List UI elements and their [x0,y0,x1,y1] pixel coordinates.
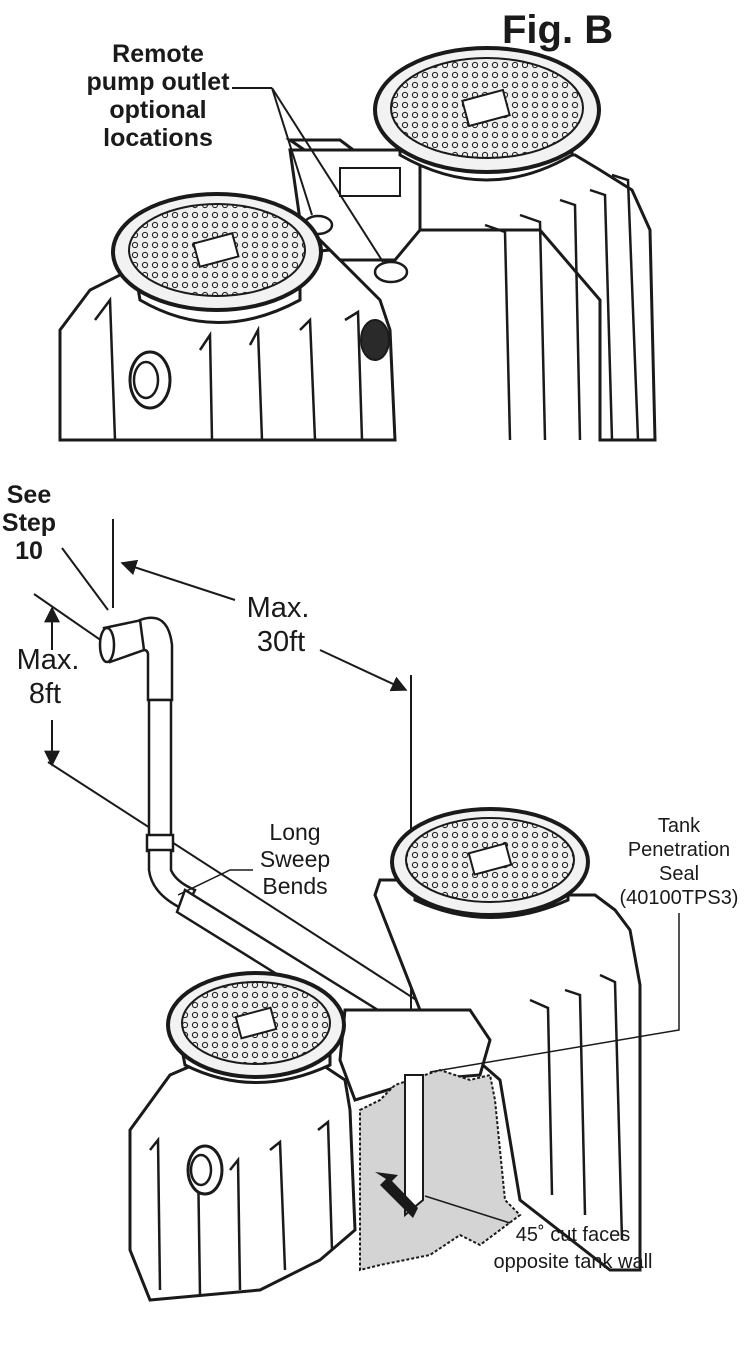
svg-text:Step: Step [2,509,56,537]
svg-text:opposite tank wall: opposite tank wall [494,1251,653,1273]
arrow-icon [375,1172,418,1218]
see-step-label: See Step 10 [2,481,56,565]
svg-text:45˚ cut faces: 45˚ cut faces [516,1224,631,1246]
svg-text:8ft: 8ft [29,678,61,710]
tank-cutaway [359,1068,522,1272]
access-lid-icon [166,971,346,1084]
svg-text:Penetration: Penetration [628,839,730,861]
cut-leader [424,1195,511,1224]
max-length-label: Max. 30ft [247,592,310,658]
rear-tank-ribs [484,173,640,441]
top-tank-illustration [58,46,657,442]
inlet-fitting-icon [128,350,172,410]
svg-text:10: 10 [15,537,43,565]
svg-text:optional: optional [109,96,206,124]
see-step-leader [61,547,109,611]
outlet-fitting-icon [360,319,390,361]
cut-label: 45˚ cut faces opposite tank wall [494,1224,653,1273]
tank-icon [128,807,642,1302]
seal-leader [429,913,680,1073]
svg-text:pump outlet: pump outlet [86,68,230,96]
sweep-bends-leader [177,869,253,896]
svg-text:Sweep: Sweep [260,846,330,872]
svg-text:30ft: 30ft [257,626,305,658]
seal-label: Tank Penetration Seal (40100TPS3) [620,815,739,909]
svg-text:Seal: Seal [659,863,699,885]
outlet-location-b [373,260,409,284]
svg-text:Long: Long [269,819,320,845]
front-tank-ribs [94,296,364,441]
svg-text:Tank: Tank [658,815,701,837]
sweep-bends-label: Long Sweep Bends [260,819,330,899]
svg-text:Max.: Max. [247,592,310,624]
access-lid-icon [373,46,601,182]
figure-title: Fig. B [502,8,613,52]
svg-text:Max.: Max. [17,644,80,676]
svg-text:Bends: Bends [262,873,327,899]
svg-text:See: See [7,481,52,509]
max-height-label: Max. 8ft [17,644,80,710]
svg-text:(40100TPS3): (40100TPS3) [620,887,739,909]
access-lid-icon [111,192,323,324]
remote-outlet-leaders [232,87,384,263]
svg-text:locations: locations [103,124,213,152]
remote-outlet-label: Remote pump outlet optional locations [86,40,230,152]
access-lid-icon [390,807,590,919]
svg-text:Remote: Remote [112,40,204,68]
